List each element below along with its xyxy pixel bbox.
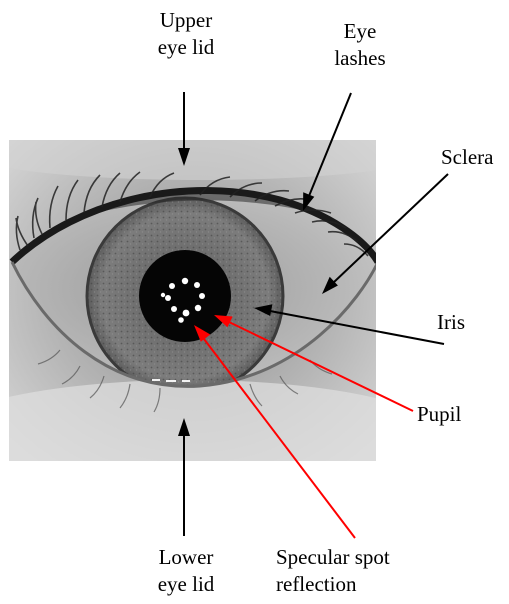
label-eye-lashes-line-2: lashes [320,45,400,72]
label-sclera: Sclera [441,144,509,171]
label-lower-eye-lid-line-2: eye lid [136,571,236,598]
label-lower-eye-lid-line-1: Lower [136,544,236,571]
label-sclera-text: Sclera [441,144,509,171]
label-upper-eye-lid: Upper eye lid [136,7,236,61]
label-eye-lashes-line-1: Eye [320,18,400,45]
label-specular-line-2: reflection [276,571,446,598]
label-upper-eye-lid-line-2: eye lid [136,34,236,61]
label-upper-eye-lid-line-1: Upper [136,7,236,34]
label-specular-line-1: Specular spot [276,544,446,571]
label-iris-text: Iris [437,309,487,336]
eye-photograph [0,120,450,500]
label-iris: Iris [437,309,487,336]
label-pupil-text: Pupil [417,401,477,428]
label-eye-lashes: Eye lashes [320,18,400,72]
pupil-disc [139,250,231,342]
label-lower-eye-lid: Lower eye lid [136,544,236,598]
arrow-lower-eye-lid [178,418,190,536]
label-pupil: Pupil [417,401,477,428]
label-specular-spot-reflection: Specular spot reflection [276,544,446,598]
